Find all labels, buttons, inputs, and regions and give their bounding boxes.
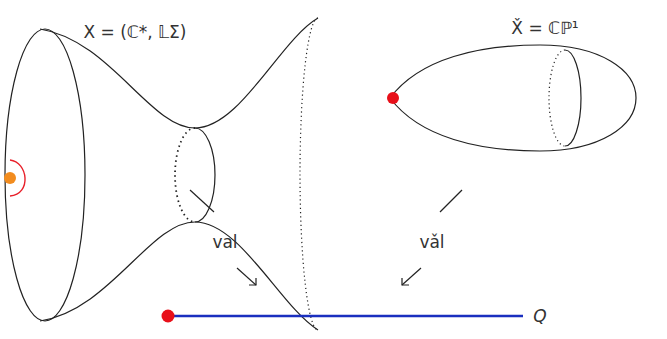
red-point: [162, 310, 175, 323]
orange-point: [4, 172, 16, 184]
end-circle-back: [300, 18, 318, 330]
surface-top: [40, 18, 318, 128]
neck-back: [175, 128, 195, 222]
map-arrow: [237, 268, 256, 285]
neck-front: [195, 128, 215, 222]
map-label: val: [212, 232, 237, 252]
sphere-outline: [390, 45, 636, 151]
map-label: vǎl: [419, 232, 444, 252]
surface-bottom: [40, 222, 318, 330]
sphere-circle-back: [549, 50, 565, 146]
segment-label: Q: [533, 306, 546, 326]
map-arrow: [402, 268, 421, 285]
red-point: [387, 92, 399, 104]
end-circle: [5, 29, 85, 321]
segment-q: [168, 315, 523, 318]
space-label: X = (ℂ*, 𝕃Σ): [83, 22, 186, 42]
map-stroke: [190, 190, 214, 212]
arrow-head: [249, 278, 256, 285]
map-stroke: [440, 190, 462, 212]
arrow-head: [402, 278, 409, 285]
sphere-circle-front: [565, 50, 581, 146]
space-label: X̌ = ℂℙ¹: [511, 18, 578, 38]
